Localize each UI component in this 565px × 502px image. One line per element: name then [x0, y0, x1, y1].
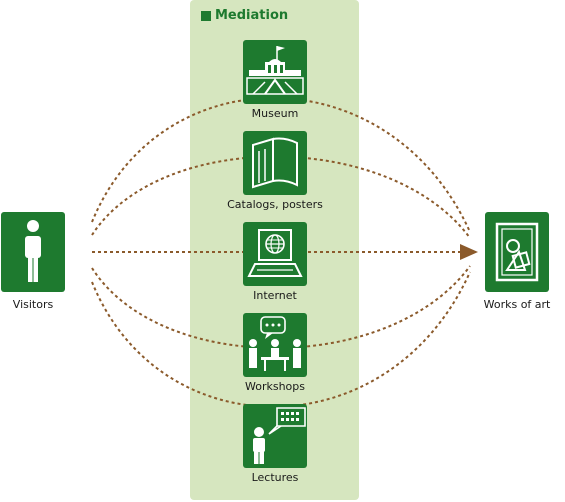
person-icon: [25, 220, 41, 282]
mediation-marker: [201, 10, 211, 21]
group-discussion-icon: [249, 316, 301, 371]
laptop-globe-icon: [247, 229, 303, 277]
lectures-node: [243, 404, 307, 468]
museum-building-icon: [246, 46, 304, 95]
visitors-label: Visitors: [12, 298, 54, 311]
lectures-label: Lectures: [251, 471, 299, 484]
museum-node: [243, 40, 307, 104]
catalogs-label: Catalogs, posters: [227, 198, 323, 211]
internet-node: [243, 222, 307, 286]
museum-label: Museum: [251, 107, 299, 120]
open-book-icon: [252, 137, 298, 189]
works-of-art-node: [485, 212, 549, 292]
workshops-node: [243, 313, 307, 377]
internet-label: Internet: [253, 289, 297, 302]
lecturer-screen-icon: [253, 407, 306, 464]
arrow-lectures: [91, 271, 471, 408]
mediation-header: Mediation: [201, 8, 288, 23]
visitors-node: [1, 212, 65, 292]
mediation-title: Mediation: [215, 8, 289, 23]
workshops-label: Workshops: [244, 380, 305, 393]
catalogs-node: [243, 131, 307, 195]
works-of-art-label: Works of art: [483, 298, 551, 311]
artwork-frame-icon: [495, 222, 539, 282]
